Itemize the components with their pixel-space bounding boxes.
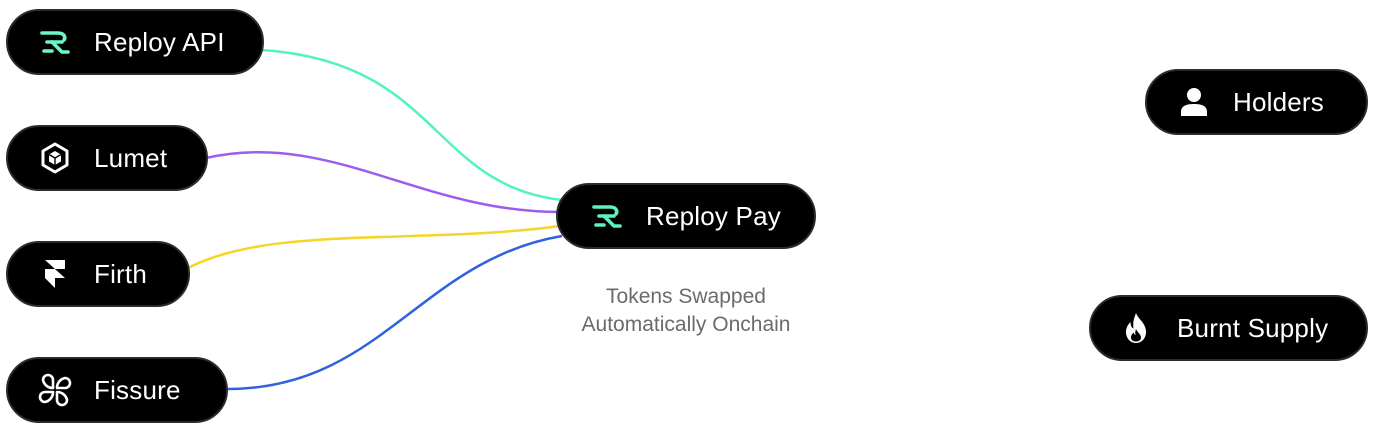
node-label: Burnt Supply bbox=[1177, 312, 1329, 343]
node-holders: Holders bbox=[1145, 69, 1368, 135]
caption-line-2: Automatically Onchain bbox=[581, 313, 791, 336]
reploy-logo-icon bbox=[590, 199, 624, 233]
person-icon bbox=[1177, 85, 1211, 119]
reploy-logo-icon bbox=[38, 25, 72, 59]
node-reploy-api: Reploy API bbox=[6, 9, 264, 75]
node-label: Firth bbox=[94, 258, 147, 289]
node-firth: Firth bbox=[6, 241, 190, 307]
node-label: Lumet bbox=[94, 142, 168, 173]
node-fissure: Fissure bbox=[6, 357, 228, 423]
connector-line-lumet bbox=[205, 150, 561, 214]
connector-line-firth bbox=[187, 224, 561, 270]
connector-line-fissure bbox=[225, 234, 563, 391]
node-label: Reploy Pay bbox=[646, 200, 781, 231]
framer-icon bbox=[38, 257, 72, 291]
connector-line-reploy-api bbox=[261, 48, 563, 202]
node-label: Reploy API bbox=[94, 26, 225, 57]
node-label: Fissure bbox=[94, 374, 181, 405]
flame-icon bbox=[1119, 311, 1153, 345]
hub-caption: Tokens Swapped Automatically Onchain bbox=[536, 283, 836, 339]
caption-line-1: Tokens Swapped bbox=[606, 285, 766, 308]
node-label: Holders bbox=[1233, 86, 1324, 117]
node-burnt-supply: Burnt Supply bbox=[1089, 295, 1368, 361]
cube-icon bbox=[38, 141, 72, 175]
node-reploy-pay: Reploy Pay bbox=[556, 183, 816, 249]
node-lumet: Lumet bbox=[6, 125, 208, 191]
petal-grid-icon bbox=[38, 373, 72, 407]
